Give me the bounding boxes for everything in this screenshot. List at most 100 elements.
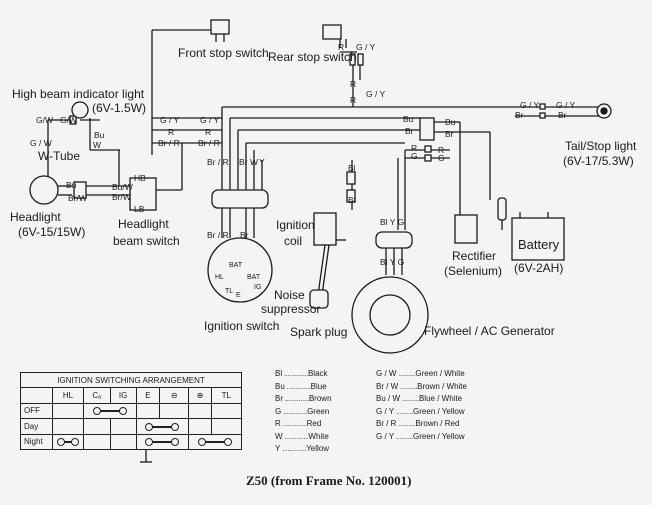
- legend-color: Green / Yellow: [413, 431, 465, 441]
- night-connection-hl: [52, 433, 84, 451]
- rear-stop-switch-label: Rear stop switch: [268, 50, 357, 64]
- noise-suppressor-label-1: Noise: [274, 288, 305, 302]
- w-tube-label: W-Tube: [38, 149, 81, 163]
- wire-label-gy-5: G / Y: [520, 100, 540, 110]
- legend-entry: Br / R ..........Brown / Red: [376, 419, 460, 428]
- lb-label: LB: [134, 204, 145, 214]
- ig-switch-hl: HL: [215, 274, 224, 281]
- wire-label-gy-3: G / Y: [356, 42, 376, 52]
- col-minus: ⊖: [159, 387, 190, 404]
- legend-color: Black: [307, 369, 328, 378]
- wire-label-gy-1: G / Y: [160, 115, 180, 125]
- row-day: Day: [20, 418, 53, 435]
- wire-label-gy-2: G / Y: [200, 115, 220, 125]
- row-night: Night: [20, 433, 53, 451]
- rectifier-label-1: Rectifier: [452, 249, 497, 263]
- legend-entry: Br ..............Brown: [275, 394, 332, 403]
- ig-switch-e: E: [236, 292, 241, 299]
- legend-color: Blue / White: [418, 394, 463, 403]
- day-connection: [135, 418, 190, 435]
- col-plus: ⊕: [188, 387, 212, 404]
- wire-label-bu-3: Bu: [94, 130, 105, 140]
- legend-code: R: [275, 419, 281, 428]
- wire-label-gy-6: G / Y: [556, 100, 576, 110]
- row-off: OFF: [20, 402, 53, 420]
- wire-label-w: W: [250, 157, 259, 167]
- legend-color: Brown / White: [417, 381, 467, 391]
- headlight-label: Headlight: [10, 210, 61, 224]
- wire-label-gw-2: G/W: [60, 115, 77, 125]
- legend-code: G: [275, 406, 282, 416]
- ignition-coil-label-1: Ignition: [276, 218, 315, 232]
- wire-label-bu-4: Bu: [66, 180, 77, 190]
- ignition-switching-table: IGNITION SWITCHING ARRANGEMENT HL Cₐ IG …: [20, 371, 243, 451]
- legend-entry: Bu / W ..........Blue / White: [376, 394, 463, 403]
- col-hl: HL: [52, 387, 84, 404]
- spark-plug-label: Spark plug: [290, 325, 348, 339]
- legend-entry: Bu ..............Blue: [275, 381, 327, 391]
- col-tl: TL: [210, 387, 243, 404]
- legend-color: Red: [306, 419, 322, 428]
- legend-color: Yellow: [306, 444, 330, 453]
- wire-label-bu-2: Bu: [445, 117, 456, 127]
- legend-code: G / Y: [376, 431, 395, 441]
- wire-label-brr-1: Br / R: [158, 138, 180, 148]
- tail-stop-label: Tail/Stop light: [565, 139, 637, 153]
- wire-label-bl-2: Bl: [348, 195, 356, 205]
- wire-label-w-2: W: [93, 140, 102, 150]
- ig-switch-ig: IG: [254, 284, 262, 291]
- legend-color: Brown: [308, 394, 332, 403]
- col-e: E: [135, 387, 161, 404]
- wire-label-y: Y: [259, 157, 265, 167]
- night-connection-e: [135, 433, 190, 451]
- wire-label-r-2: R: [205, 127, 212, 137]
- battery-spec: (6V-2AH): [514, 261, 564, 275]
- rectifier-label-2: (Selenium): [444, 264, 503, 278]
- ignition-coil-label-2: coil: [284, 234, 303, 248]
- high-beam-spec: (6V-1.5W): [92, 101, 147, 115]
- legend-code: W: [275, 431, 283, 441]
- off-connection: [82, 402, 137, 420]
- legend-entry: Bl ..............Black: [275, 369, 328, 378]
- wire-label-gw-1: G/W: [36, 115, 53, 125]
- legend-entry: G / W ..........Green / White: [376, 369, 465, 378]
- legend-entry: Br / W ..........Brown / White: [376, 381, 467, 391]
- legend-color: Green / White: [415, 369, 465, 378]
- headlight-spec: (6V-15/15W): [18, 225, 86, 239]
- legend-entry: W ..............White: [275, 431, 329, 441]
- night-connection-tl: [188, 433, 242, 451]
- wire-label-buw-1: Bu/W: [112, 182, 133, 192]
- tail-stop-spec: (6V-17/5.3W): [563, 154, 634, 168]
- hb-label: HB: [134, 173, 146, 183]
- wire-label-r-4: R: [350, 79, 357, 89]
- wire-label-brr-2: Br / R: [198, 138, 220, 148]
- wire-label-br-4: Br: [445, 129, 454, 139]
- legend-code: G / W: [376, 369, 397, 378]
- legend-code: Y: [275, 444, 281, 453]
- wire-label-g-1: G: [411, 151, 418, 161]
- legend-code: Bu: [275, 381, 285, 391]
- ig-switch-bat-1: BAT: [229, 262, 243, 269]
- wire-label-r-3: R: [338, 42, 345, 52]
- legend-entry: G / Y ..........Green / Yellow: [376, 431, 465, 441]
- wire-label-blyg-1: Bl Y G: [380, 217, 405, 227]
- wire-label-br: Br: [239, 157, 248, 167]
- ig-switch-tl: TL: [225, 288, 234, 295]
- wire-label-brw-2: Br/W: [112, 192, 131, 202]
- legend-color: Green: [307, 406, 330, 416]
- wire-label-r-1: R: [168, 127, 175, 137]
- wire-label-r-5: R: [350, 95, 357, 105]
- legend-code: Br / R: [376, 419, 397, 428]
- flywheel-label: Flywheel / AC Generator: [424, 324, 555, 338]
- wire-label-brr-3: Br / R: [207, 157, 229, 167]
- front-stop-switch-label: Front stop switch: [178, 46, 269, 60]
- legend-entry: R ..............Red: [275, 419, 322, 428]
- wire-label-gy-4: G / Y: [366, 89, 386, 99]
- wire-label-br-5: Br: [515, 110, 524, 120]
- ignition-switch-label: Ignition switch: [204, 319, 280, 333]
- wire-label-r-7: R: [438, 145, 445, 155]
- legend-code: Br / W: [376, 381, 399, 391]
- ig-switch-bat-2: BAT: [247, 274, 261, 281]
- col-ig: IG: [109, 387, 137, 404]
